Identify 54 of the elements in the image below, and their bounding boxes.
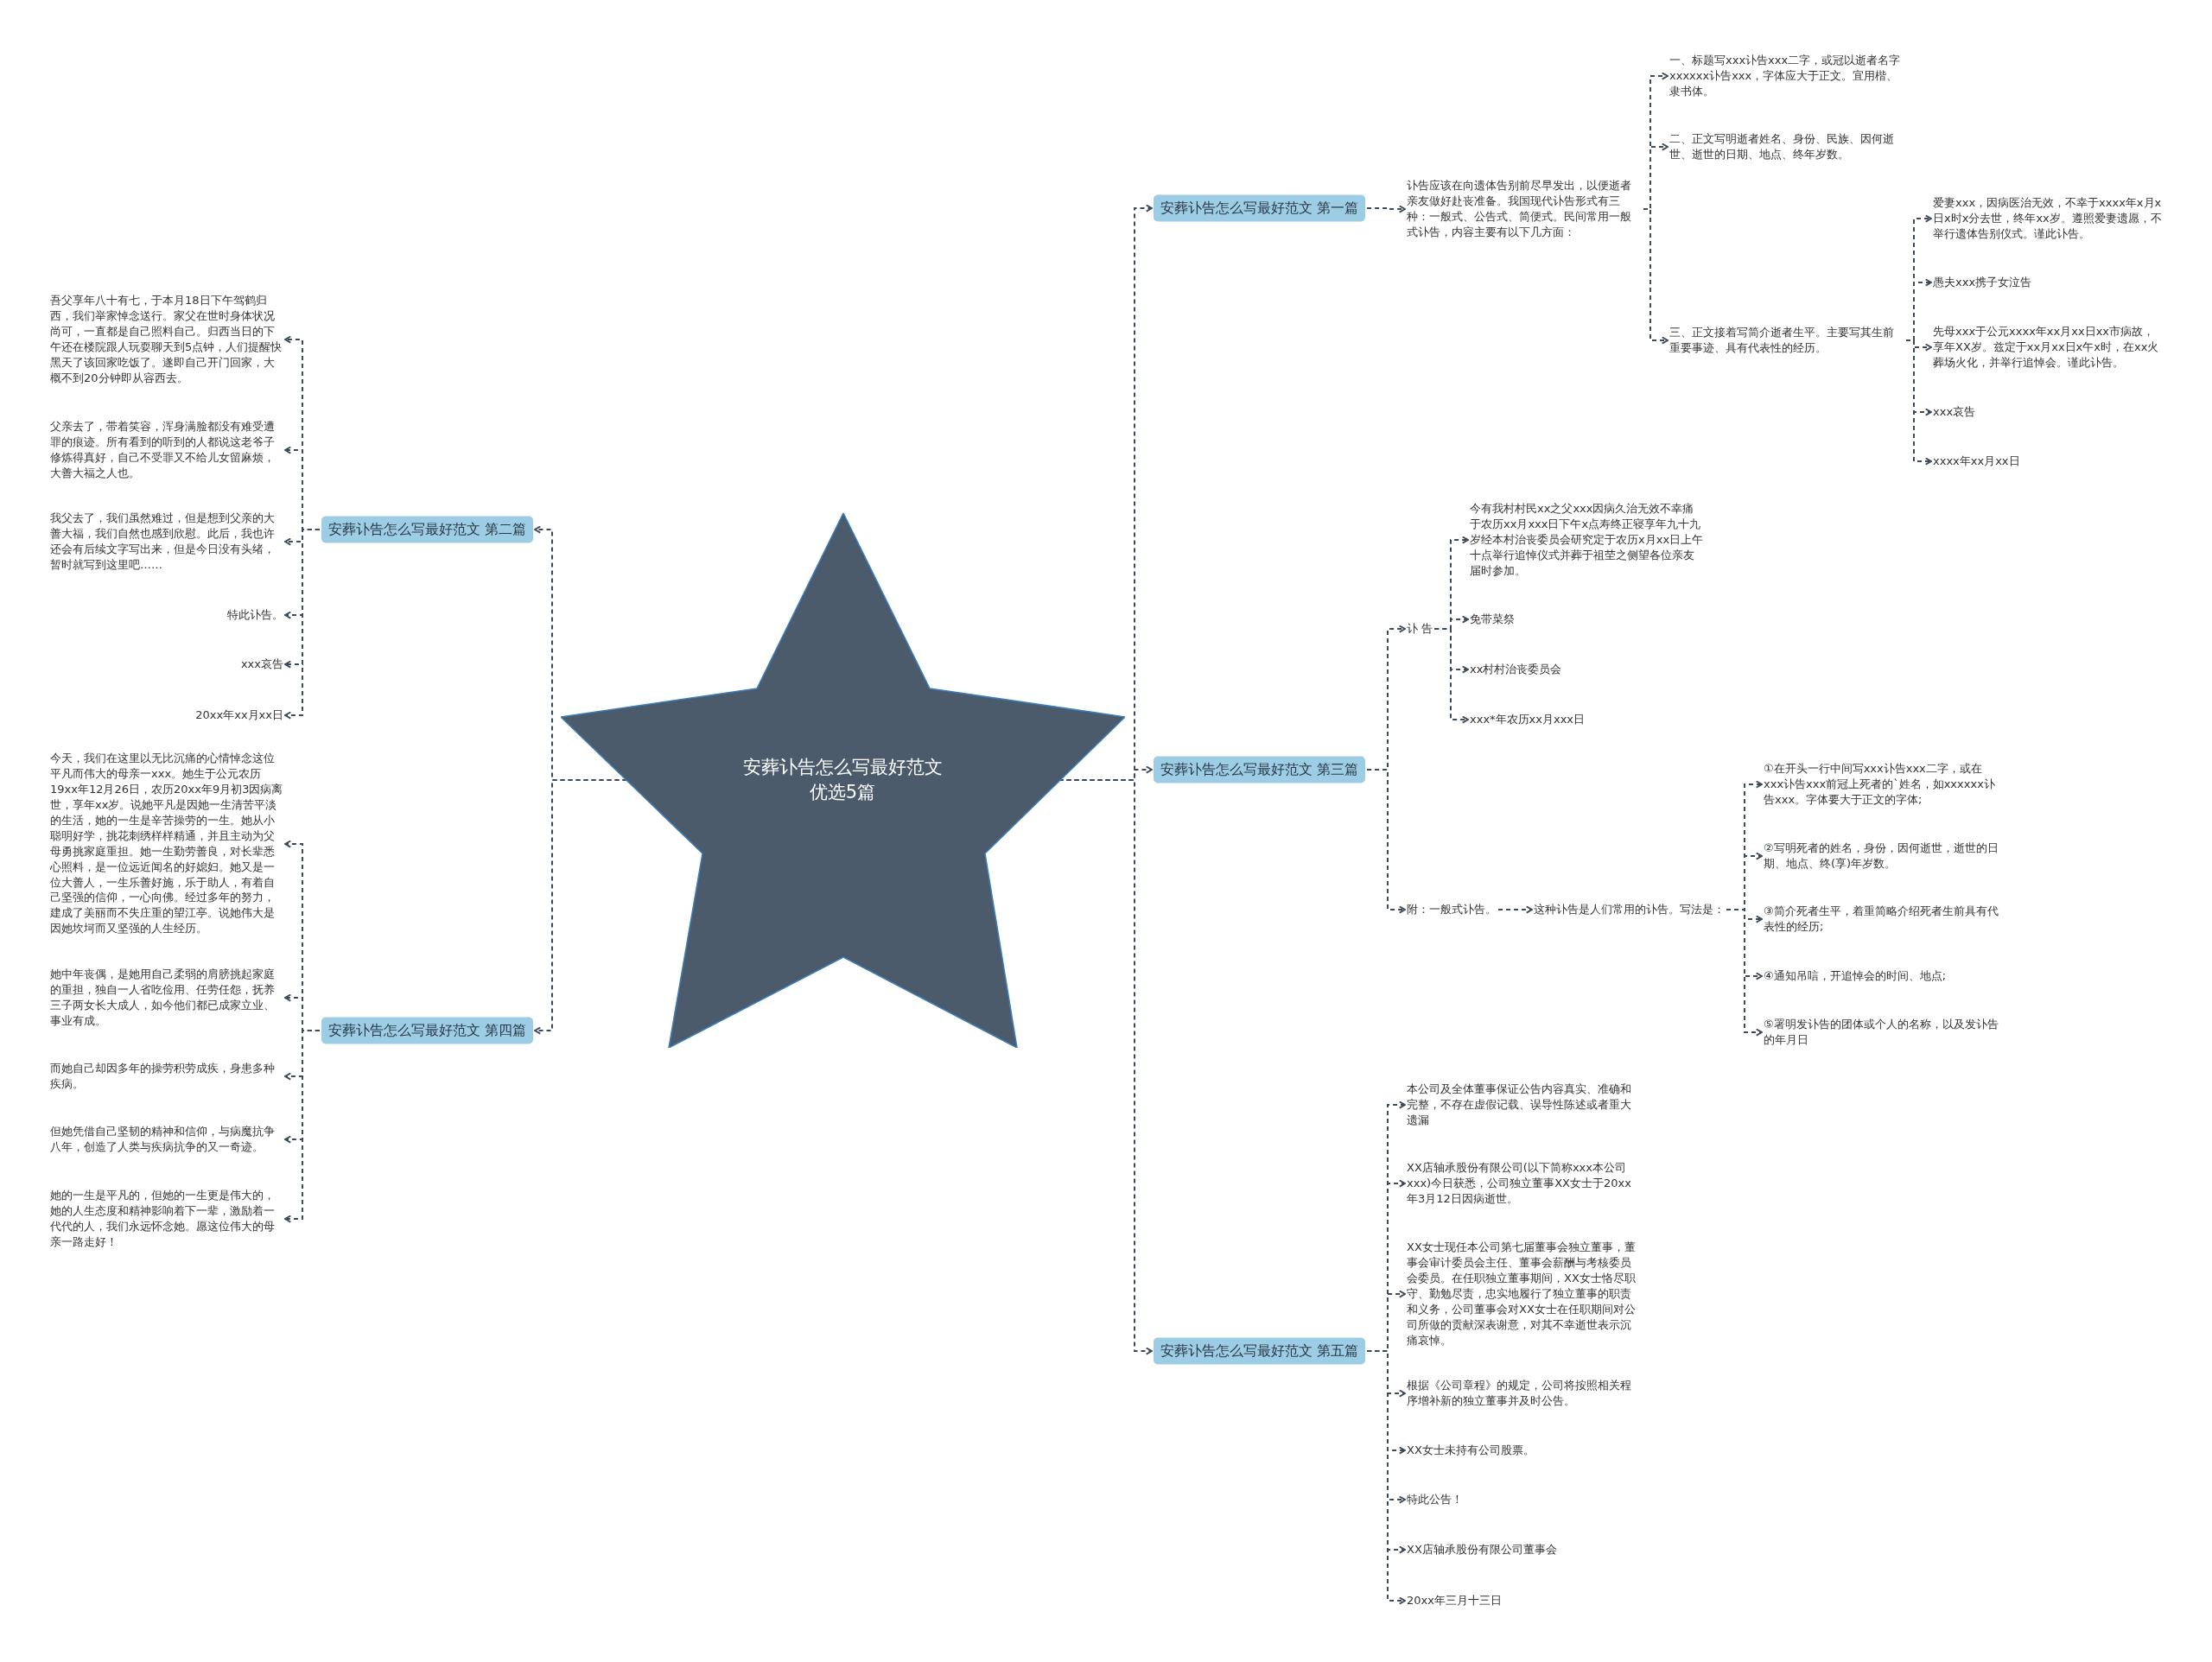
note-text: 她中年丧偶，是她用自己柔弱的肩膀挑起家庭的重担，独自一人省吃俭用、任劳任怨，抚养三子两女长大成人，如今他们都已成家立业、事业有成。: [50, 967, 283, 1029]
note-text: 二、正文写明逝者姓名、身份、民族、因何逝世、逝世的日期、地点、终年岁数。: [1669, 131, 1904, 162]
note-text: 我父去了，我们虽然难过，但是想到父亲的大善大福，我们自然也感到欣慰。此后，我也许还会有后续文字写出来，但是今日没有头绪，暂时就写到这里吧……: [50, 511, 283, 573]
note-text: 今有我村村民xx之父xxx因病久治无效不幸痛于农历xx月xxx日下午x点寿终正寝享年九十九岁经本村治丧委员会研究定于农历x月xx日上午十点举行追悼仪式并葬于祖茔之侧望各位亲友届时参加。: [1470, 501, 1705, 579]
note-text: ④通知吊唁，开追悼会的时间、地点;: [1764, 968, 1947, 984]
arrow: [1643, 208, 1669, 345]
note-text: 20xx年xx月xx日: [195, 707, 283, 723]
note-text: 一、标题写xxx讣告xxx二字，或冠以逝者名字xxxxxx讣告xxx，字体应大于正文。宜用楷、隶书体。: [1669, 53, 1904, 99]
note-text: 根据《公司章程》的规定，公司将按照相关程序增补新的独立董事并及时公告。: [1407, 1378, 1642, 1409]
note-text: xxxx年xx月xx日: [1933, 454, 2020, 469]
note-text: 先母xxx于公元xxxx年xx月xx日xx市病故，享年XX岁。兹定于xx月xx日x午x时，在xx火葬场火化，并举行追悼会。谨此讣告。: [1933, 324, 2164, 371]
topic-box: 安葬讣告怎么写最好范文 第三篇: [1154, 756, 1366, 783]
topic-box: 安葬讣告怎么写最好范文 第四篇: [321, 1017, 533, 1044]
arrow: [1433, 628, 1469, 724]
note-text: 特此讣告。: [227, 607, 283, 623]
note-text: ②写明死者的姓名，身份，因何逝世，逝世的日期、地点、终(享)年岁数。: [1764, 841, 1999, 872]
note-text: 这种讣告是人们常用的讣告。写法是：: [1534, 902, 1725, 917]
arrow: [1366, 205, 1406, 213]
note-text: XX女士现任本公司第七届董事会独立董事，董事会审计委员会主任、董事会薪酬与考核委员会委员。在任职独立董事期间，XX女士恪尽职守、勤勉尽责，忠实地履行了独立董事的职责和义务，公司董事会对XX女士在任职期间对公司所做的贡献深表谢意，对其不幸逝世表示沉痛哀悼。: [1407, 1240, 1642, 1348]
note-text: 愚夫xxx携子女泣告: [1933, 275, 2032, 290]
topic-title: 安葬讣告怎么写最好范文优选5篇: [741, 755, 944, 804]
topic-box: 安葬讣告怎么写最好范文 第二篇: [321, 516, 533, 543]
note-text: ③简介死者生平，着重简略介绍死者生前具有代表性的经历;: [1764, 904, 1999, 935]
note-text: xxx*年农历xx月xxx日: [1470, 712, 1586, 727]
note-text: ①在开头一行中间写xxx讣告xxx二字，或在xxx讣告xxx前冠上死者的`姓名，如xxxxxx讣告xxx。字体要大于正文的字体;: [1764, 761, 1999, 808]
note-text: 但她凭借自己坚韧的精神和信仰，与病魔抗争八年，创造了人类与疾病抗争的又一奇迹。: [50, 1124, 283, 1155]
note-text: xxx哀告: [1933, 404, 1976, 420]
note-text: 讣 告: [1407, 621, 1433, 637]
note-text: 今天，我们在这里以无比沉痛的心情悼念这位平凡而伟大的母亲一xxx。她生于公元农历19xx年12月26日，农历20xx年9月初3因病离世，享年xx岁。说她平凡是因她一生清苦平淡的生活，她的一生是辛苦操劳的一生。她从小聪明好学，挑花刺绣样样精通，并且主动为父母勇挑家庭重担。她一生勤劳善良，对长辈悉心照料，是一位远近闻名的好媳妇。她又是一位大善人，一生乐善好施，乐于助人，有着自己坚强的信仰，一心向佛。经过多年的努力，建成了美丽而不失庄重的望江亭。说她伟大是因她坎坷而又坚强的人生经历。: [50, 751, 283, 937]
note-text: 本公司及全体董事保证公告内容真实、准确和完整，不存在虚假记载、误导性陈述或者重大遗漏: [1407, 1082, 1642, 1128]
arrow: [1905, 339, 1932, 466]
note-text: 免带菜祭: [1470, 612, 1515, 627]
note-text: 吾父享年八十有七，于本月18日下午驾鹤归西，我们举家悼念送行。家父在世时身体状况尚可，一直都是自己照料自己。归西当日的下午还在楼院跟人玩耍聊天到5点钟，人们提醒快黑天了该回家吃饭了。遂即自己开门回家，大概不到20分钟即从容西去。: [50, 293, 283, 386]
arrow: [1366, 769, 1406, 914]
note-text: 20xx年三月十三日: [1407, 1593, 1502, 1608]
note-text: 三、正文接着写简介逝者生平。主要写其生前重要事迹、具有代表性的经历。: [1669, 325, 1904, 356]
arrow: [1497, 905, 1533, 914]
note-text: 特此公告！: [1407, 1492, 1463, 1507]
note-text: 而她自己却因多年的操劳积劳成疾，身患多种疾病。: [50, 1061, 283, 1092]
note-text: 父亲去了，带着笑容，浑身满脸都没有难受遭罪的痕迹。所有看到的听到的人都说这老爷子修炼得真好，自己不受罪又不给儿女留麻烦，大善大福之人也。: [50, 419, 283, 481]
note-text: XX女士未持有公司股票。: [1407, 1443, 1535, 1458]
note-text: xx村村治丧委员会: [1470, 662, 1562, 677]
arrow: [1726, 909, 1763, 1037]
note-text: 讣告应该在向遗体告别前尽早发出，以便逝者亲友做好赴丧准备。我国现代讣告形式有三种：一般式、公告式、简便式。民间常用一般式讣告，内容主要有以下几方面：: [1407, 178, 1642, 240]
note-text: XX店轴承股份有限公司(以下简称xxx本公司xxx)今日获悉，公司独立董事XX女士于20xx年3月12日因病逝世。: [1407, 1160, 1642, 1207]
topic-box: 安葬讣告怎么写最好范文 第一篇: [1154, 194, 1366, 222]
note-text: xxx哀告: [240, 657, 283, 672]
note-text: ⑤署明发讣告的团体或个人的名称，以及发讣告的年月日: [1764, 1017, 1999, 1048]
note-text: 她的一生是平凡的，但她的一生更是伟大的，她的人生态度和精神影响着下一辈，激励着一代代的人，我们永远怀念她。愿这位伟大的母亲一路走好！: [50, 1188, 283, 1250]
note-text: 爱妻xxx，因病医治无效，不幸于xxxx年x月x日x时x分去世，终年xx岁。遵照爱妻遗愿，不举行遗体告别仪式。谨此讣告。: [1933, 195, 2164, 242]
topic-box: 安葬讣告怎么写最好范文 第五篇: [1154, 1337, 1366, 1365]
note-text: XX店轴承股份有限公司董事会: [1407, 1542, 1557, 1557]
star-shape: [561, 512, 1125, 1048]
note-text: 附：一般式讣告。: [1407, 902, 1497, 917]
